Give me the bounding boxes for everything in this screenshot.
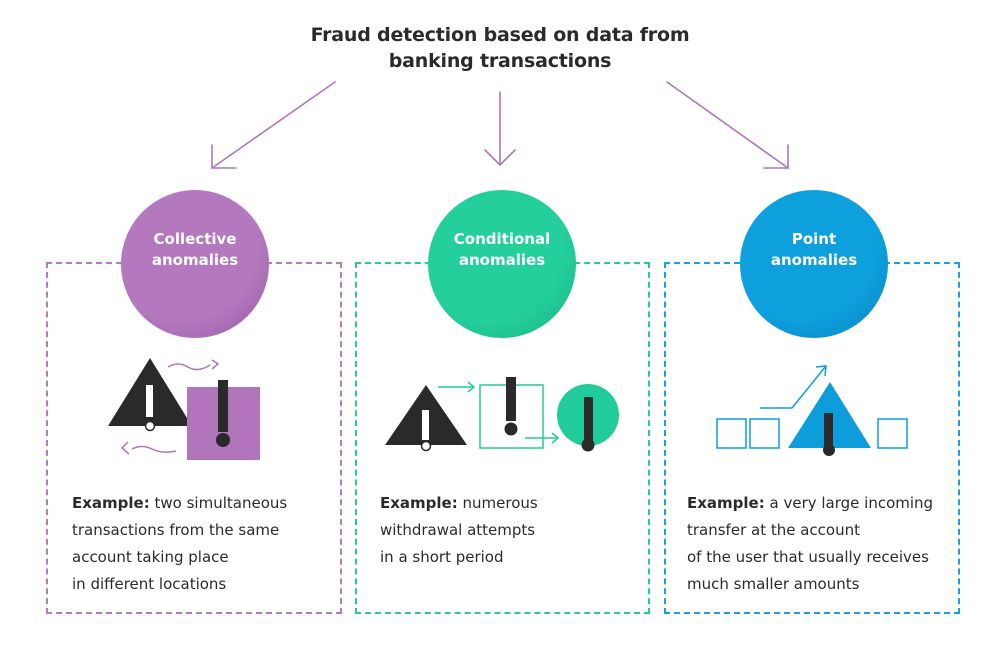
example-label: Example: — [380, 494, 458, 512]
category-point: Point anomalies — [740, 190, 888, 338]
arrowhead-conditional — [484, 149, 516, 167]
arrow-to-collective — [211, 81, 336, 169]
example-point: Example: a very large incoming transfer … — [687, 490, 933, 598]
category-label: Collective anomalies — [151, 230, 239, 269]
wavy-arrow-left-icon — [131, 445, 177, 453]
example-line: withdrawal attempts — [380, 521, 536, 539]
wavy-arrow-right-icon — [167, 363, 211, 371]
example-line: numerous — [462, 494, 538, 512]
arrow-right-icon — [467, 381, 476, 393]
example-label: Example: — [687, 494, 765, 512]
example-label: Example: — [72, 494, 150, 512]
example-line: two simultaneous — [154, 494, 288, 512]
example-line: transactions from the same — [72, 521, 280, 539]
connector-arrows — [211, 81, 789, 169]
arrowhead-collective — [211, 144, 237, 169]
illustration-point — [716, 365, 908, 456]
arrow-to-point — [666, 81, 789, 169]
diagram-title: Fraud detection based on data from banki… — [310, 24, 690, 72]
illustration-collective — [108, 358, 260, 460]
category-conditional: Conditional anomalies — [428, 190, 576, 338]
category-collective: Collective anomalies — [121, 190, 269, 338]
example-line: much smaller amounts — [687, 575, 860, 593]
outline-square-icon — [749, 418, 780, 449]
example-line: of the user that usually receives — [687, 548, 929, 566]
rising-arrow-icon — [760, 365, 827, 409]
example-collective: Example: two simultaneous transactions f… — [72, 490, 287, 598]
example-conditional: Example: numerous withdrawal attempts in… — [380, 490, 538, 571]
example-line: transfer at the account — [687, 521, 860, 539]
category-label: Point anomalies — [770, 230, 858, 269]
example-line: in a short period — [380, 548, 504, 566]
example-line: account taking place — [72, 548, 229, 566]
example-line: in different locations — [72, 575, 227, 593]
illustration-conditional — [385, 377, 619, 452]
example-line: a very large incoming — [769, 494, 934, 512]
category-label: Conditional anomalies — [453, 230, 551, 269]
arrowhead-point — [763, 144, 789, 169]
outline-square-icon — [877, 418, 908, 449]
outline-square-icon — [716, 418, 747, 449]
